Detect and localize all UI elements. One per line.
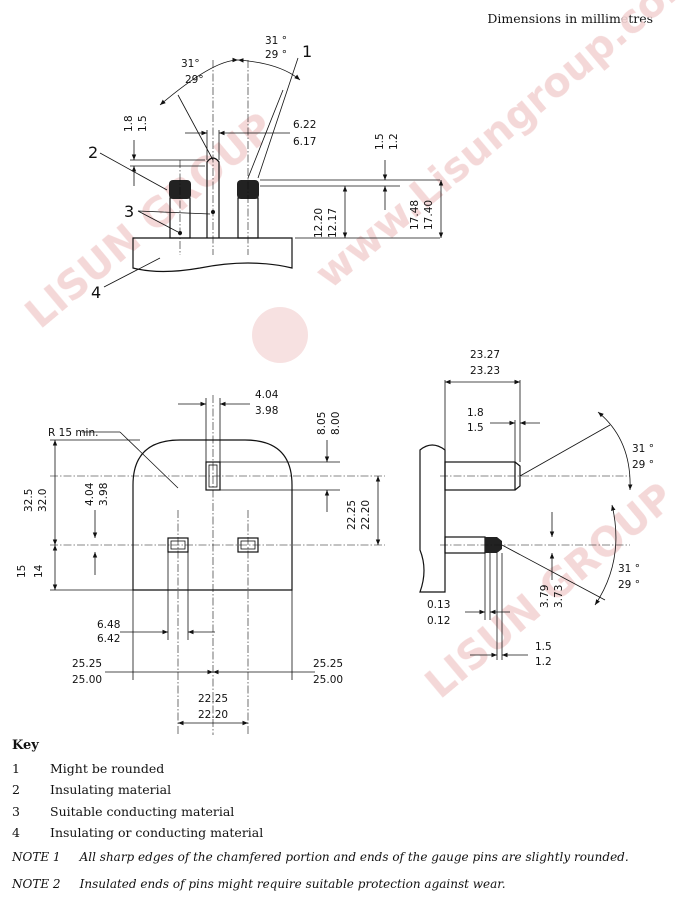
side-tip-max: 1.8 [467,407,484,419]
front-pin-w-min: 3.98 [255,405,278,417]
side-len-max: 23.27 [470,349,500,361]
dimensions-note: Dimensions in millimetres [487,11,653,26]
side-dia-max: 3.79 [539,585,551,608]
chamfer-min: 1.2 [388,133,400,150]
watermark-logo-1 [252,307,308,363]
key-title: Key [12,738,39,753]
side-ins-max: 1.5 [535,641,552,653]
watermark-text-2: www.Lisungroup.com [307,0,686,298]
len-b-min: 17.40 [423,200,435,230]
side-angle-top-max: 31 ° [632,443,654,455]
side-gap-max: 0.13 [427,599,450,611]
side-len-min: 23.23 [470,365,500,377]
front-pin2-w-max: 4.04 [84,482,96,506]
watermark-text-1: LISUN GROUP [17,104,283,338]
side-angle-bot-min: 29 ° [618,579,640,591]
front-hspan-max: 22.25 [198,693,228,705]
front-pin2-l-min: 6.42 [97,633,120,645]
front-vspan-min: 22.20 [360,500,372,530]
front-left-max: 25.25 [72,658,102,670]
front-body [132,439,293,591]
front-right-max: 25.25 [313,658,343,670]
callout-4: 4 [91,283,101,302]
front-bottom-max: 15 [16,565,28,578]
chamfer-max: 1.5 [374,133,386,150]
radius-label: R 15 min. [48,427,98,439]
pin-w-min: 6.17 [293,136,316,148]
side-angle-top-min: 29 ° [632,459,654,471]
front-vspan-max: 22.25 [346,500,358,530]
angle-right-min: 29 ° [265,49,287,61]
front-pin2-l-max: 6.48 [97,619,120,631]
side-tip-min: 1.5 [467,422,484,434]
angle-left-max: 31° [181,58,200,70]
gauge-drawing: LISUN GROUP www.Lisungroup.com LISUN GRO… [16,0,686,735]
callout-1: 1 [302,42,312,61]
side-view: 23.27 23.23 1.8 1.5 31 ° 29 ° 31 ° 29 ° … [419,349,654,668]
angle-left-min: 29° [185,74,204,86]
front-top-h-max: 32.5 [23,489,35,512]
front-pin2-w-min: 3.98 [98,483,110,506]
front-pin-l-min: 8.00 [330,412,342,435]
side-dia-min: 3.73 [553,585,565,608]
front-bottom-min: 14 [33,564,45,578]
len-a-min: 12.17 [327,208,339,238]
front-view: R 15 min. 4.04 3.98 8.05 8.00 22.25 22.2… [16,389,385,735]
side-angle-bot-max: 31 ° [618,563,640,575]
front-pin-l-max: 8.05 [316,412,328,435]
len-b-max: 17.48 [409,200,421,230]
tip-min: 1.5 [137,115,149,132]
note-2: NOTE 2 Insulated ends of pins might requ… [12,876,506,891]
front-top-h-min: 32.0 [37,489,49,512]
base-plate [132,237,293,273]
front-left-min: 25.00 [72,674,102,686]
front-right-min: 25.00 [313,674,343,686]
len-a-max: 12.20 [313,208,325,238]
side-body [419,444,446,593]
callout-3: 3 [124,202,134,221]
pin-w-max: 6.22 [293,119,316,131]
side-ins-min: 1.2 [535,656,552,668]
angle-right-max: 31 ° [265,35,287,47]
note-1: NOTE 1 All sharp edges of the chamfered … [12,849,629,864]
top-view: 31° 29° 31 ° 29 ° 1.8 1.5 6.22 6.17 1.5 … [88,35,444,302]
callout-2: 2 [88,143,98,162]
side-gap-min: 0.12 [427,615,450,627]
front-pin-w-max: 4.04 [255,389,279,401]
side-pin-insulation [485,537,502,553]
tip-max: 1.8 [123,115,135,132]
front-hspan-min: 22.20 [198,709,228,721]
